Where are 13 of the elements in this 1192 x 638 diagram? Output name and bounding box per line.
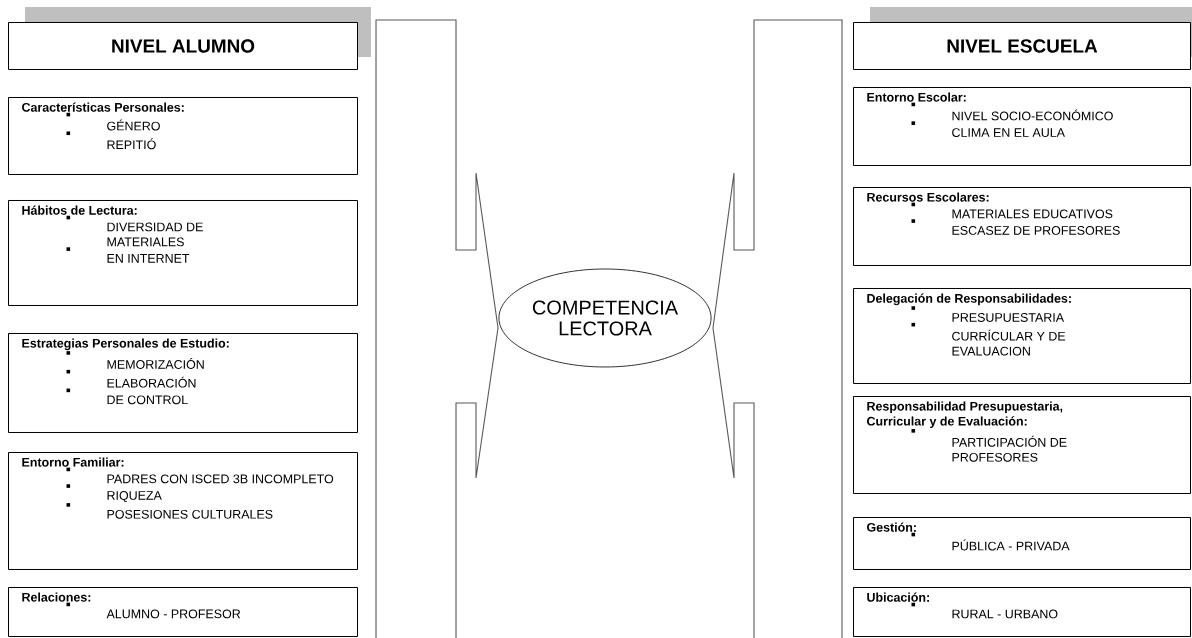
list-box: Estrategias Personales de Estudio: MEMORIZACIÓN ELABORACIÓN DE CONTROL [8,333,358,433]
list-box: Ubicación: RURAL - URBANO [853,587,1191,637]
list-box: Características Personales: GÉNERO REPITIÓ [8,97,358,175]
header-box: NIVEL ALUMNO [8,7,371,70]
list-box: Hábitos de Lectura: DIVERSIDAD DE MATERIALES EN INTERNET [8,200,358,306]
list-box: Gestión: PÚBLICA - PRIVADA [853,517,1191,570]
list-box: Recursos Escolares: MATERIALES EDUCATIVOS ESCASEZ DE PROFESORES [853,187,1191,266]
list-box: Responsabilidad Presupuestaria, Curricular y de Evaluación: PARTICIPACIÓN DE PROFESORES [853,396,1191,494]
list-box: Entorno Familiar: PADRES CON ISCED 3B INCOMPLETO RIQUEZA POSESIONES CULTURALES [8,452,358,570]
list-box: Delegación de Responsabilidades: PRESUPUESTARIA CURRÍCULAR Y DE EVALUACION [853,288,1191,384]
header-box: NIVEL ESCUELA [853,7,1192,70]
list-box: Relaciones: ALUMNO - PROFESOR [8,587,358,637]
list-box: Entorno Escolar: NIVEL SOCIO-ECONÓMICO CLIMA EN EL AULA [853,87,1191,166]
